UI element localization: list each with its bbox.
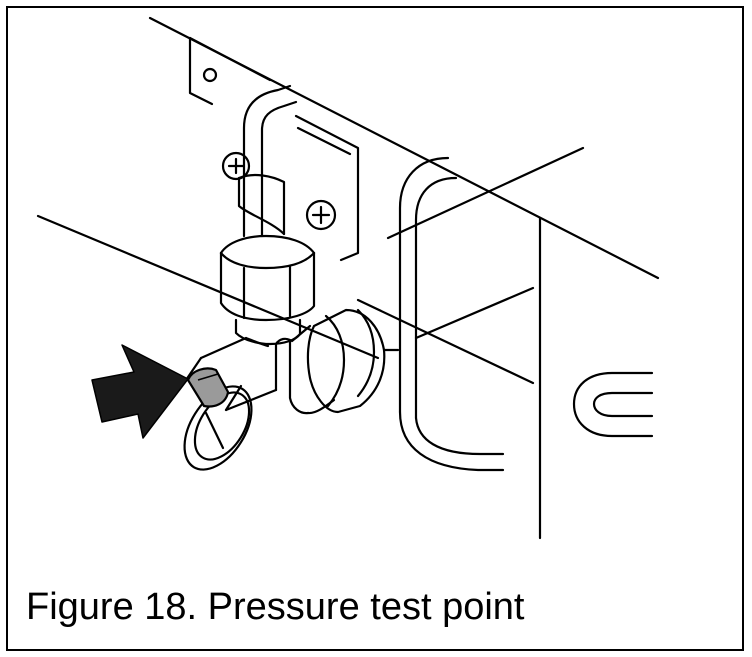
figure-frame: Figure 18. Pressure test point <box>6 6 744 651</box>
vertical-pipe <box>242 84 298 238</box>
pipe-clamp <box>237 114 360 262</box>
drawer-handle <box>572 371 654 438</box>
flare-nut <box>219 234 316 346</box>
figure-caption: Figure 18. Pressure test point <box>26 586 525 628</box>
mounting-bracket <box>188 36 272 106</box>
arrow-right-icon <box>91 344 189 439</box>
valve-body <box>199 308 400 415</box>
cabinet-panel <box>36 16 660 540</box>
coil-tube <box>398 156 505 472</box>
screw-icon <box>305 199 337 231</box>
pressure-test-illustration <box>36 16 660 540</box>
screw-icon <box>221 151 251 181</box>
valve-cap-icon <box>186 367 230 408</box>
service-port <box>183 356 253 471</box>
